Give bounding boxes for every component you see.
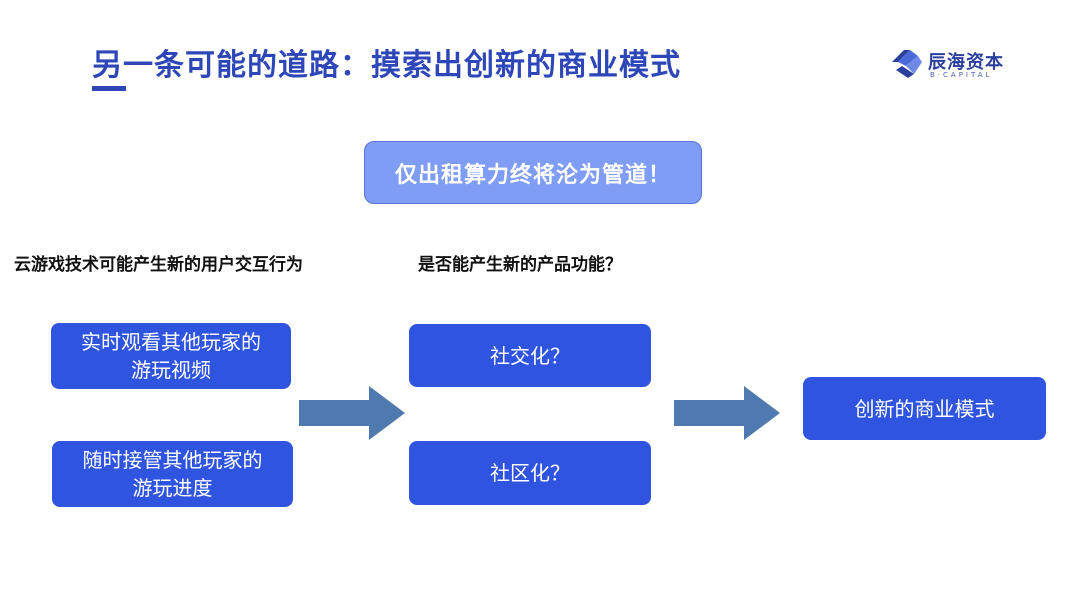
product-feature-heading: 是否能产生新的产品功能？ [418,255,622,275]
socialization-box: 社交化？ [409,324,651,387]
brand-name-cn: 辰海资本 [928,52,1004,73]
brand-name-en: B·CAPITAL [930,71,993,79]
take-over-box: 随时接管其他玩家的 游玩进度 [52,441,293,507]
take-over-line2: 游玩进度 [132,476,213,500]
flow-arrow-icon [299,386,405,440]
page-title: 另一条可能的道路：摸索出创新的商业模式 [92,48,681,83]
flow-arrow-icon [674,386,780,440]
brand-logo-icon [892,50,922,78]
watch-others-line1: 实时观看其他玩家的 [81,330,261,354]
title-underline [92,86,126,91]
business-model-box: 创新的商业模式 [803,377,1046,440]
take-over-line1: 随时接管其他玩家的 [82,448,263,472]
watch-others-box: 实时观看其他玩家的 游玩视频 [51,323,291,389]
brand-logo: 辰海资本 B·CAPITAL [888,42,1028,86]
user-interaction-heading: 云游戏技术可能产生新的用户交互行为 [14,255,303,275]
watch-others-line2: 游玩视频 [131,358,211,382]
headline-banner: 仅出租算力终将沦为管道！ [364,141,702,204]
community-box: 社区化？ [409,441,651,505]
